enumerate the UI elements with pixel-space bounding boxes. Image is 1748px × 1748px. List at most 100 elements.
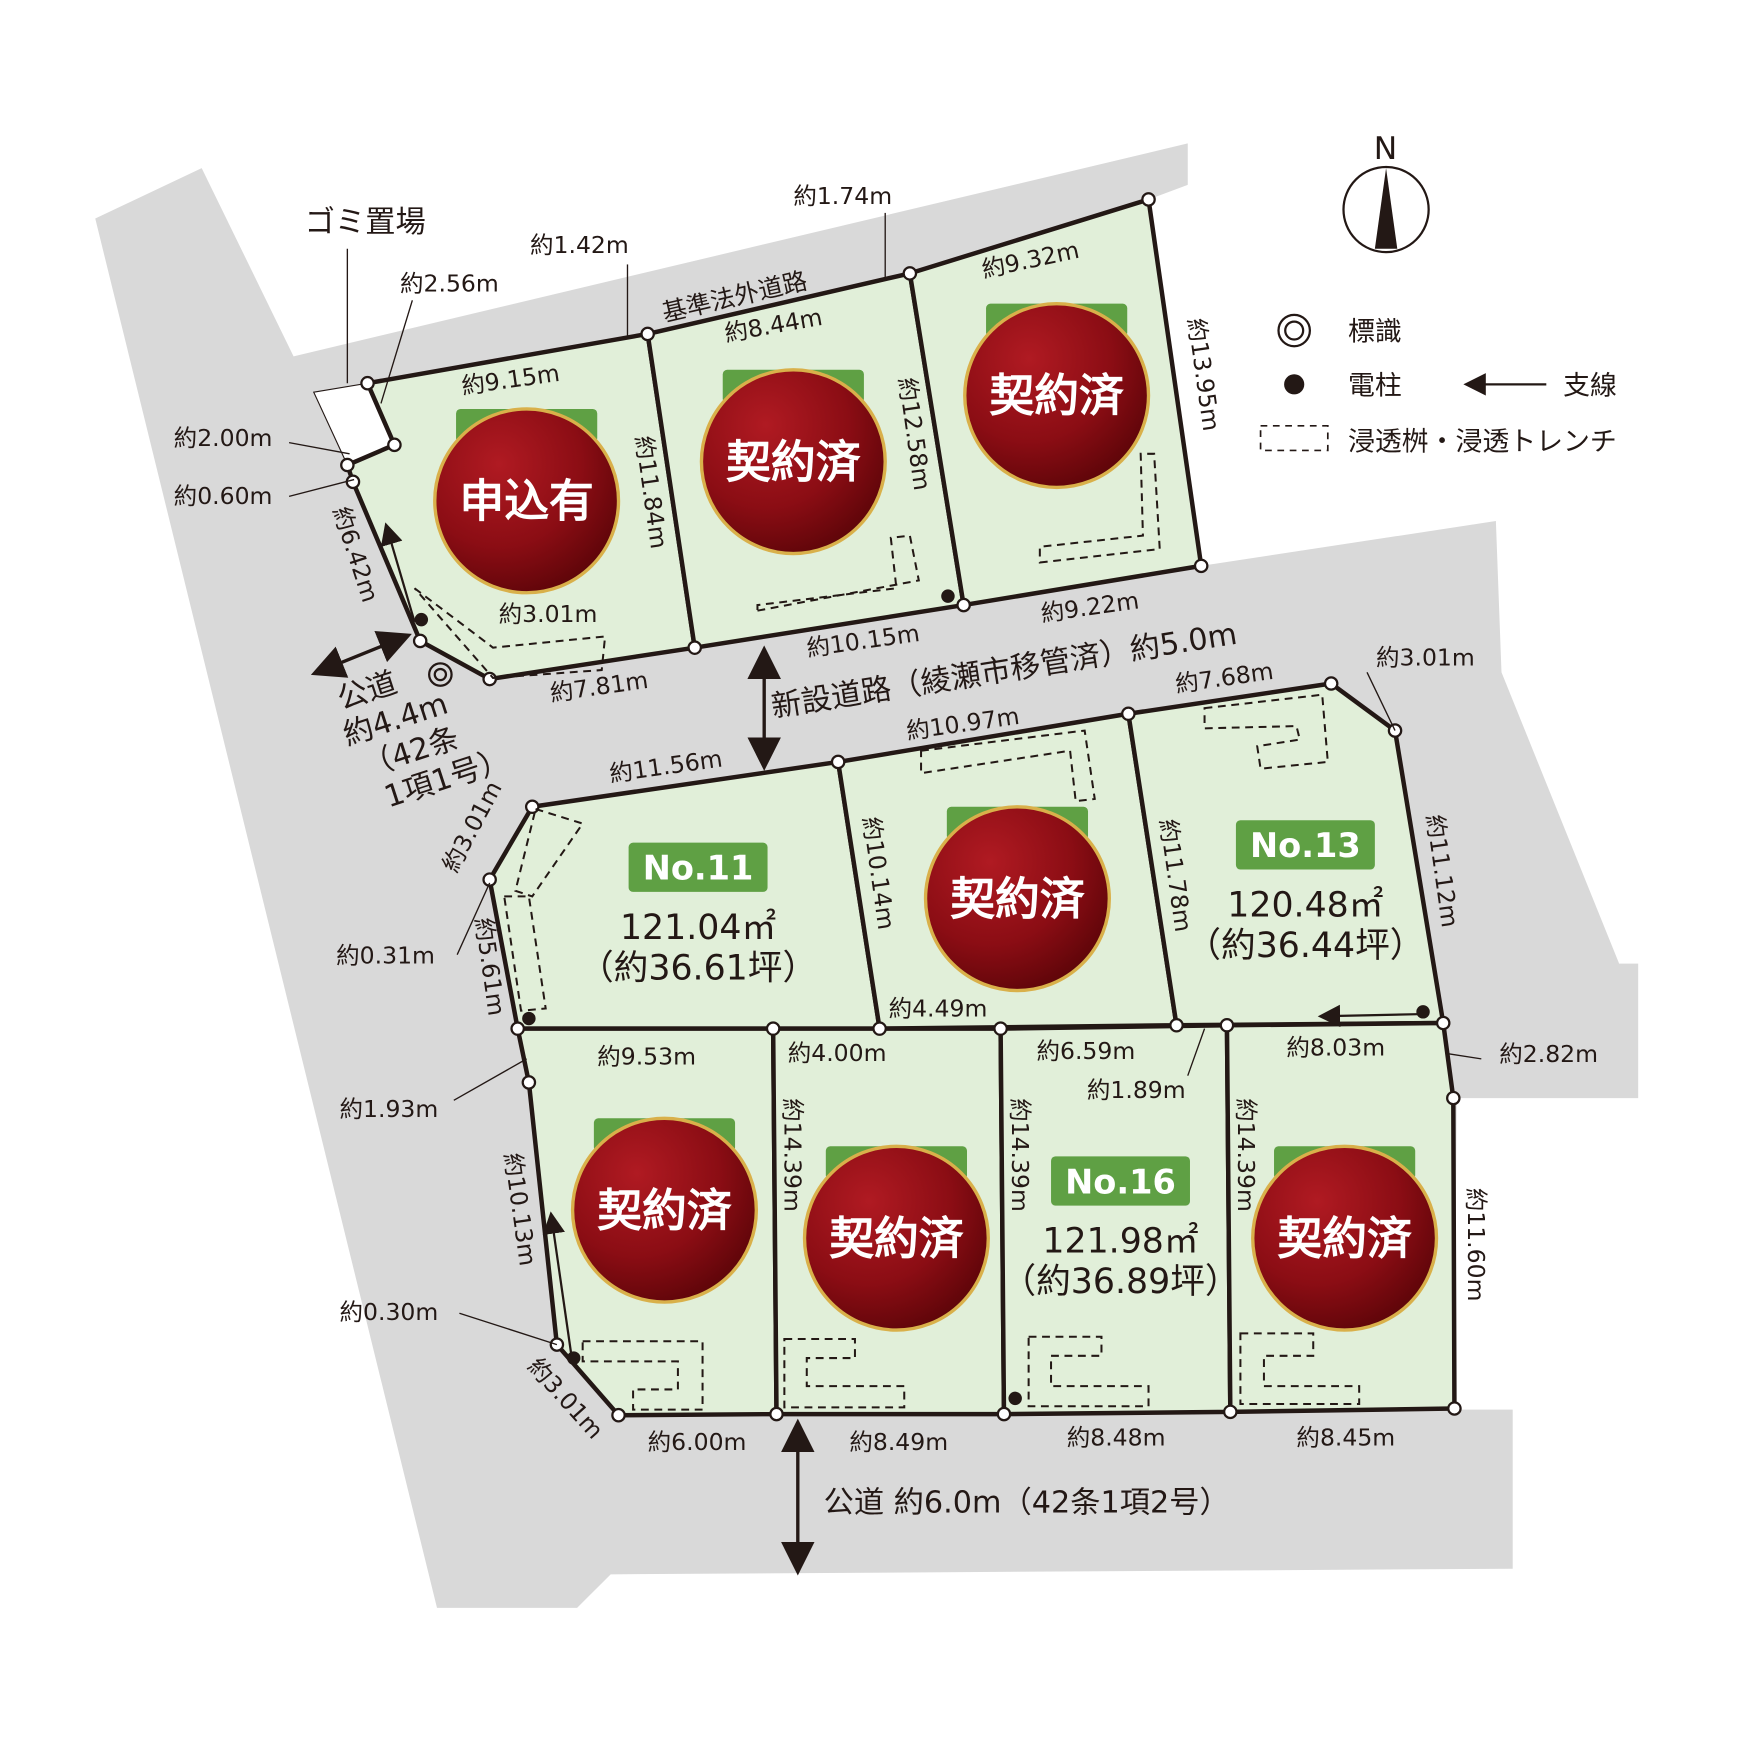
lot-info[interactable]: No.16 121.98㎡（約36.89坪） [1001,1156,1240,1302]
infiltration-trench [413,587,607,679]
infiltration-trench [920,729,1096,803]
dimension-label: 約6.59m [1036,1037,1135,1065]
svg-text:契約済: 契約済 [597,1184,732,1237]
pole-icon [941,589,955,603]
infiltration-trench [1038,452,1161,564]
infiltration-trench [1239,1332,1361,1406]
boundary-marker [1446,1090,1461,1106]
dimension-label: 約9.53m [597,1042,696,1070]
boundary-marker [769,1406,784,1422]
boundary-marker [1193,558,1209,574]
dimension-label: 約13.95m [1182,316,1226,433]
sold-stamp: 契約済 [570,1116,759,1304]
dimension-label: 約14.39m [1006,1098,1034,1212]
svg-text:浸透桝・浸透トレンチ: 浸透桝・浸透トレンチ [1348,426,1617,457]
boundary-marker [611,1407,626,1423]
boundary-marker [640,326,655,342]
sign-icon [1277,313,1311,348]
lot-number-badge [1235,820,1375,870]
svg-text:電柱: 電柱 [1348,370,1402,401]
infiltration-trench [756,534,921,612]
lot-number: No.16 [1065,1162,1176,1201]
svg-text:契約済: 契約済 [1277,1212,1412,1265]
svg-text:契約済: 契約済 [950,872,1085,925]
lot-badges: 申込有契約済契約済No.11121.04㎡（約36.61坪）契約済No.1312… [433,301,1439,1332]
boundary-marker [412,633,428,649]
sold-stamp: 契約済 [699,368,887,556]
dimension-label: 約0.30m [340,1298,439,1326]
dimension-label: 約3.01m [499,600,598,628]
dimension-label: 約8.45m [1296,1423,1395,1451]
lot-area: 121.04㎡ [620,908,776,948]
infiltration-trench [783,1338,906,1409]
lot-area: 120.48㎡ [1227,886,1383,926]
infiltration-icon [1259,424,1329,452]
boundary-marker [956,597,971,613]
infiltration-trenches [413,452,1361,1411]
boundary-marker [345,474,361,490]
stay-wire-icon [542,1211,573,1356]
boundary-marker [482,671,497,687]
dimension-label: 約8.03m [1286,1034,1385,1062]
lots [340,192,1462,1423]
boundary-marker [765,1021,781,1036]
dimension-label: 約8.49m [849,1428,948,1456]
lot-info[interactable]: No.11 121.04㎡（約36.61坪） [579,842,817,989]
lot-number: No.13 [1250,826,1361,865]
boundary-marker [524,799,540,815]
sold-stamp: 契約済 [923,805,1111,993]
garbage-label: ゴミ置場 [305,205,426,240]
lot-number-badge [1051,1156,1190,1206]
pole-icon [566,1351,581,1365]
infiltration-trench [1027,1335,1150,1408]
sign-icon [428,662,453,687]
boundary-marker [1219,1017,1235,1033]
boundary-marker [387,437,402,453]
boundary-marker [1323,676,1339,691]
boundary-marker [687,640,703,655]
svg-text:支線: 支線 [1563,370,1617,401]
svg-text:契約済: 契約済 [829,1212,964,1265]
lot-tsubo: （約36.44坪） [1186,926,1424,966]
pole-icon [522,1011,536,1026]
boundary-marker [993,1021,1008,1036]
dimension-label: 約3.01m [1376,644,1475,672]
sold-stamp: 契約済 [963,301,1151,490]
sold-stamp: 契約済 [1251,1144,1439,1332]
svg-text:申込有: 申込有 [459,475,593,528]
svg-text:N: N [1374,131,1397,167]
stay-wire-icon [380,522,416,623]
lot-area: 121.98㎡ [1042,1222,1198,1262]
lot-tsubo: （約36.61坪） [579,948,817,988]
lot-number-badge [628,842,768,892]
svg-text:標識: 標識 [1348,317,1402,348]
dimension-label: 約2.00m [174,424,273,452]
public-road-bottom-label: 公道 約6.0m（42条1項2号） [824,1486,1230,1521]
boundary-marker [482,872,497,887]
dimension-label: 約14.39m [778,1098,806,1212]
boundary-marker [830,754,846,770]
dimension-label: 約2.56m [400,269,499,297]
boundary-marker [521,1075,537,1090]
pole-icon [414,612,429,627]
lot-tsubo: （約36.89坪） [1001,1262,1239,1302]
stay-wire-icon [1317,1004,1424,1028]
dimension-label: 約11.60m [1462,1188,1490,1302]
boundary-marker [1435,1015,1451,1031]
lot-info[interactable]: No.13 120.48㎡（約36.44坪） [1186,820,1425,966]
svg-text:契約済: 契約済 [989,369,1124,422]
pole-icon [1416,1005,1430,1019]
lot-number: No.11 [643,849,754,888]
dimension-label: 約6.00m [648,1428,747,1456]
pole-icon [1284,374,1305,395]
dimension-label: 約8.48m [1067,1423,1166,1451]
boundary-marker [1121,706,1136,722]
dimension-label: 約1.93m [340,1095,439,1123]
dimension-label: 約1.74m [793,182,892,210]
dimension-label: 約2.82m [1499,1040,1598,1068]
boundary-marker [510,1021,525,1036]
boundary-marker [902,266,918,281]
dimension-label: 約1.89m [1087,1076,1186,1104]
